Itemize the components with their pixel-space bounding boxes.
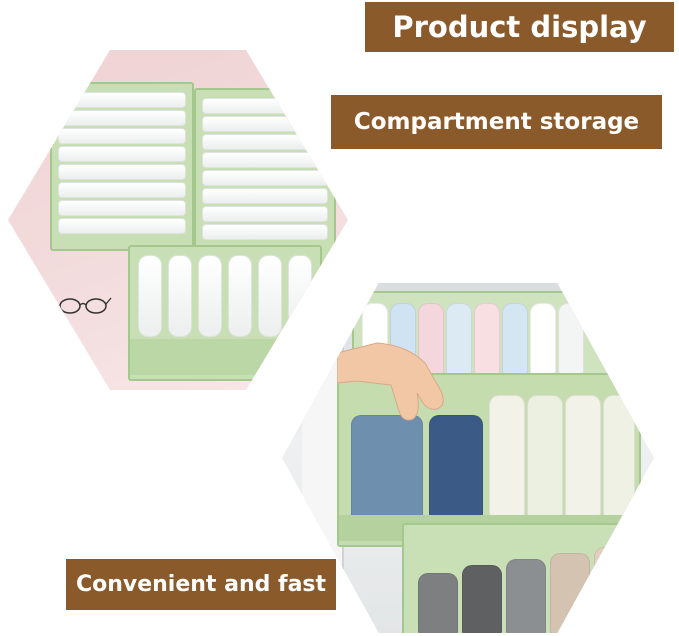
organizer-tray-bottom: [402, 523, 654, 633]
organizer-box-front: [128, 245, 322, 381]
convenient-fast-banner: Convenient and fast: [66, 559, 336, 610]
organizer-box-left: [50, 82, 194, 251]
compartment-storage-photo: [282, 283, 654, 633]
product-display-photo: [8, 50, 348, 390]
hand-icon: [337, 342, 444, 421]
organizer-box-right: [194, 88, 336, 267]
compartment-storage-banner: Compartment storage: [331, 95, 662, 149]
organizer-tray-middle: [337, 373, 641, 547]
eyeglasses-icon: [59, 297, 112, 314]
product-display-banner: Product display: [365, 2, 674, 52]
